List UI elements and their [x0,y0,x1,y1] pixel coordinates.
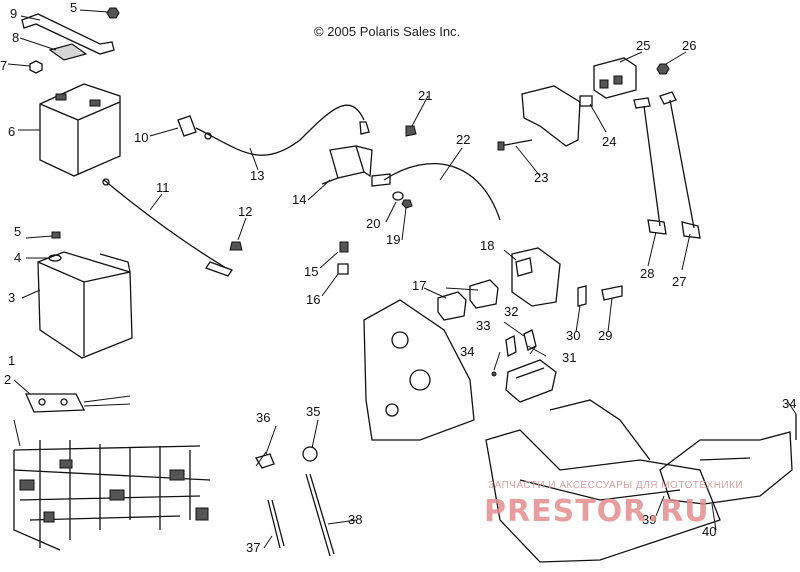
relay-right [469,279,499,309]
callout-36: 36 [256,410,270,425]
battery [39,83,121,177]
positive-cable [177,104,370,156]
battery-box [37,251,133,359]
callout-33: 33 [476,318,490,333]
washer [48,254,62,262]
cable-tie-29 [601,285,623,301]
callout-23: 23 [534,170,548,185]
starter-solenoid [321,145,373,185]
callout-22: 22 [456,132,470,147]
callout-18: 18 [480,238,494,253]
spacer-24 [579,95,593,107]
copyright-text: © 2005 Polaris Sales Inc. [314,24,461,39]
watermark-tagline: ЗАПЧАСТИ И АКСЕССУАРЫ ДЛЯ МОТОТЕХНИКИ [488,480,744,491]
callout-39: 39 [642,512,656,527]
callout-14: 14 [292,192,306,207]
callout-3: 3 [8,290,15,305]
bracket-39-40 [659,431,793,505]
grommet-35 [302,446,318,462]
nut-26 [656,63,670,75]
callout-25: 25 [636,38,650,53]
callout-37: 37 [246,540,260,555]
callout-24: 24 [602,134,616,149]
relay-bracket [521,85,581,147]
callout-numbers: 1 2 3 4 5 5 6 7 8 9 10 11 12 13 14 15 16… [0,0,796,555]
callout-5a: 5 [14,224,21,239]
callout-7: 7 [0,58,7,73]
regulator [593,57,637,99]
nut-19 [401,199,413,209]
callout-11: 11 [156,180,170,195]
callout-2: 2 [4,372,11,387]
callout-9: 9 [10,6,17,21]
callout-4: 4 [14,250,21,265]
bolt-21 [405,125,417,137]
clamp-30 [577,285,587,307]
frame-plate [363,299,475,441]
callout-10: 10 [134,130,148,145]
washer-20 [392,191,404,201]
spark-plug-lead-28 [633,97,667,235]
battery-hold-down-bracket [21,13,115,55]
callout-28: 28 [640,266,654,281]
leader-lines [7,9,797,549]
sleeve-16 [337,263,349,275]
callout-32: 32 [504,304,518,319]
watermark-logo: PRESTOR.RU [484,494,710,529]
fuse-holder [24,393,131,413]
callout-13: 13 [250,168,264,183]
clip-33 [505,335,517,357]
callout-16: 16 [306,292,320,307]
callout-8: 8 [12,30,19,45]
relay-left [437,291,467,321]
callout-6: 6 [8,124,15,139]
callout-19: 19 [386,232,400,247]
pin-34 [491,371,497,377]
callout-30: 30 [566,328,580,343]
callout-31: 31 [562,350,576,365]
cable-tie-37 [267,499,285,549]
wiring-harness [13,440,211,551]
cable-tie-38 [305,473,335,557]
callout-38: 38 [348,512,362,527]
callout-34a: 34 [460,344,474,359]
screw-mid [51,231,61,239]
ground-cable [102,178,233,277]
callout-5b: 5 [70,0,77,15]
starter-cable [371,162,501,221]
nut-small [29,60,43,74]
callout-21: 21 [418,88,432,103]
callout-12: 12 [238,204,252,219]
callout-34b: 34 [782,396,796,411]
callout-1: 1 [8,353,15,368]
callout-35: 35 [306,404,320,419]
callout-15: 15 [304,264,318,279]
bolt-12 [229,241,243,251]
battery-pad [48,43,88,61]
clip-36 [255,451,275,469]
callout-29: 29 [598,328,612,343]
cdi-module [511,247,561,307]
callout-20: 20 [366,216,380,231]
spark-plug-lead-27 [659,91,701,239]
callout-26: 26 [682,38,696,53]
fuse-box [505,359,557,403]
callout-40: 40 [702,524,716,539]
grommet-15 [339,241,349,253]
bolt-top [106,7,120,19]
lower-frame [485,399,721,563]
callout-17: 17 [412,278,426,293]
bolt-23 [497,139,533,151]
callout-27: 27 [672,274,686,289]
